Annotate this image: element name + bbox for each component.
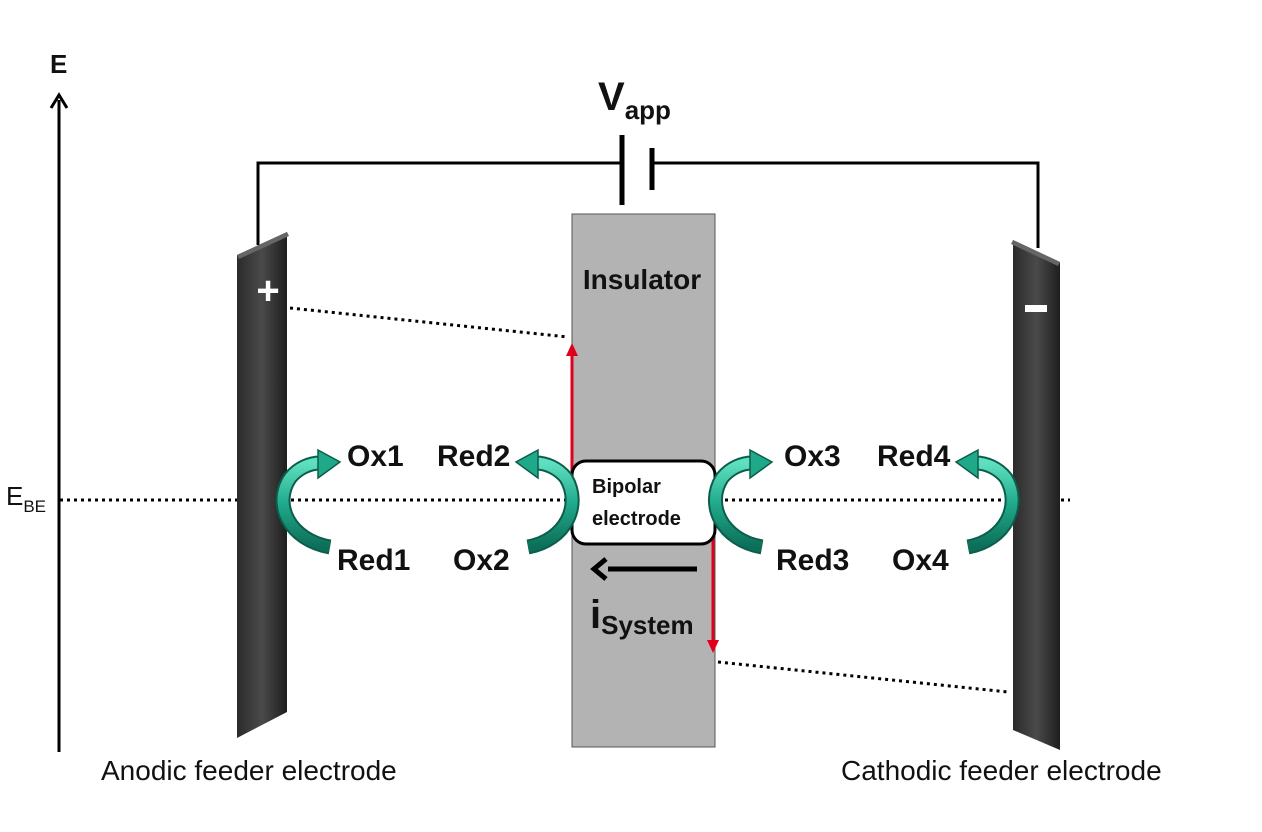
bipolar-label-line2: electrode (592, 508, 681, 530)
bipolar-cathodic-redox-arrow (707, 448, 774, 555)
species-red1: Red1 (337, 544, 410, 577)
bipolar-electrode: Bipolar electrode (570, 459, 717, 546)
cathode-potential-dotted-line (717, 660, 1009, 694)
bipolar-anodic-redox-arrow (514, 448, 580, 555)
species-ox3: Ox3 (784, 440, 841, 473)
svg-text:iSystem: iSystem (590, 593, 694, 640)
species-red2: Red2 (437, 440, 510, 473)
svg-text:Vapp: Vapp (598, 75, 671, 125)
energy-axis-label: E (50, 49, 67, 79)
cathode-caption: Cathodic feeder electrode (841, 755, 1162, 786)
system-current-arrow: iSystem (590, 557, 697, 640)
energy-axis: E (49, 49, 69, 752)
anode-caption: Anodic feeder electrode (101, 755, 397, 786)
bipolar-potential-level: EBE (6, 481, 1070, 516)
anodic-feeder-electrode: + (237, 232, 289, 738)
anode-potential-dotted-line (289, 306, 569, 339)
e-be-label-sub: BE (23, 497, 46, 516)
current-label-main: i (590, 593, 601, 637)
species-red3: Red3 (776, 544, 849, 577)
svg-text:EBE: EBE (6, 481, 46, 516)
anode-redox-arrow (275, 448, 342, 555)
species-labels: Ox1 Red2 Red1 Ox2 Ox3 Red4 Red3 Ox4 (337, 440, 951, 577)
cathodic-feeder-electrode (1011, 240, 1060, 750)
vapp-label-sub: app (625, 95, 671, 125)
species-red4: Red4 (877, 440, 951, 473)
redox-arrows (275, 448, 1020, 555)
species-ox1: Ox1 (347, 440, 404, 473)
current-label-sub: System (601, 610, 694, 640)
applied-voltage-circuit: Vapp (256, 75, 1040, 248)
cathode-minus-sign (1025, 305, 1047, 312)
bipolar-label-line1: Bipolar (592, 476, 661, 498)
anode-plus-sign: + (256, 269, 279, 313)
cathode-redox-arrow (954, 448, 1020, 555)
vapp-label-main: V (598, 75, 625, 119)
insulator-label: Insulator (583, 264, 701, 295)
species-ox2: Ox2 (453, 544, 510, 577)
species-ox4: Ox4 (892, 544, 949, 577)
e-be-label-main: E (6, 481, 23, 511)
